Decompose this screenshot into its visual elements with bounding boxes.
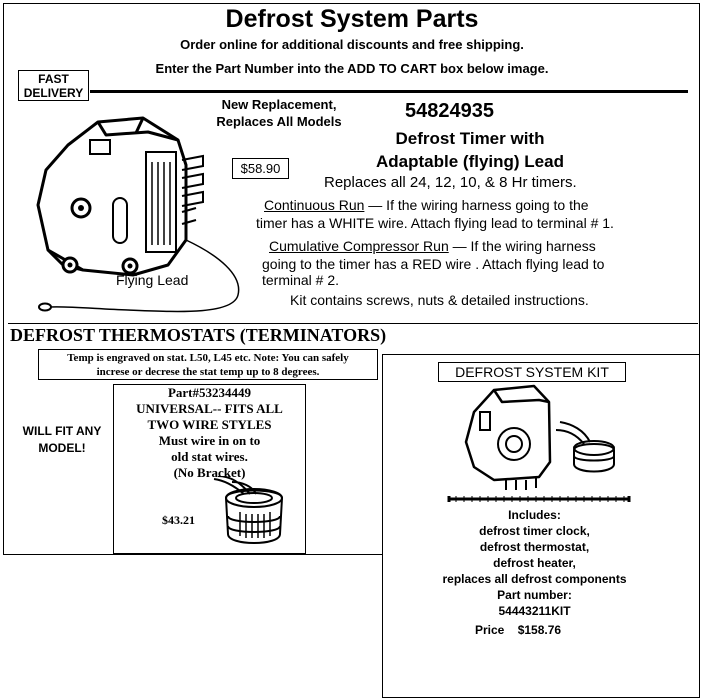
- kit-item-thermostat: defrost thermostat,: [479, 540, 590, 554]
- continuous-run-text: — If the wiring harness going to the: [364, 197, 589, 213]
- timer-price: $58.90: [232, 158, 289, 179]
- continuous-run-line2: timer has a WHITE wire. Attach flying le…: [256, 215, 614, 231]
- thermostat-line1: UNIVERSAL-- FITS ALL: [136, 401, 283, 416]
- thermostat-part-number: Part#53234449: [167, 385, 252, 400]
- defrost-kit-image: [447, 384, 631, 502]
- temperature-note: Temp is engraved on stat. L50, L45 etc. …: [38, 349, 378, 380]
- timer-name-line2: Adaptable (flying) Lead: [376, 152, 564, 171]
- kit-includes-label: Includes:: [508, 508, 561, 522]
- kit-price-label: Price: [475, 623, 505, 637]
- defrost-kit-title: DEFROST SYSTEM KIT: [438, 362, 626, 382]
- thermostat-description: Part#53234449 UNIVERSAL-- FITS ALL TWO W…: [113, 385, 306, 481]
- temperature-note-line1: Temp is engraved on stat. L50, L45 etc. …: [67, 352, 349, 364]
- section-divider: [8, 323, 698, 324]
- kit-item-timer: defrost timer clock,: [479, 524, 590, 538]
- cumulative-run-line3: terminal # 2.: [262, 272, 340, 288]
- timer-product-name: Defrost Timer with Adaptable (flying) Le…: [330, 127, 610, 173]
- kit-item-heater: defrost heater,: [493, 556, 576, 570]
- will-fit-line2: MODEL!: [38, 441, 86, 455]
- fast-delivery-badge: FAST DELIVERY: [18, 70, 89, 101]
- cumulative-run-label: Cumulative Compressor Run: [269, 238, 449, 254]
- timer-name-line1: Defrost Timer with: [395, 129, 545, 148]
- new-replacement-text: New Replacement, Replaces All Models: [196, 96, 362, 130]
- fast-delivery-line1: FAST: [38, 72, 69, 86]
- will-fit-line1: WILL FIT ANY: [22, 424, 102, 438]
- cumulative-run-line1: Cumulative Compressor Run — If the wirin…: [269, 238, 596, 255]
- thermostat-line3: Must wire in on to: [158, 433, 261, 448]
- thermostat-price: $43.21: [162, 513, 195, 527]
- thermostat-product-box: [113, 384, 306, 554]
- flying-lead-label: Flying Lead: [116, 272, 189, 288]
- timer-part-number: 54824935: [405, 100, 494, 122]
- temperature-note-line2: increse or decrese the stat temp up to 8…: [96, 366, 320, 378]
- kit-part-label: Part number:: [497, 588, 572, 602]
- kit-price-row: Price $158.76: [475, 623, 561, 637]
- new-replacement-line2: Replaces All Models: [216, 114, 342, 129]
- thermostat-line2: TWO WIRE STYLES: [147, 417, 272, 432]
- thermostat-line5: (No Bracket): [173, 465, 246, 480]
- page-title: Defrost System Parts: [225, 5, 479, 33]
- order-online-text: Order online for additional discounts an…: [180, 37, 524, 52]
- kit-part-number: 54443211KIT: [498, 604, 571, 618]
- kit-contains-text: Kit contains screws, nuts & detailed ins…: [290, 292, 589, 308]
- add-to-cart-instruction: Enter the Part Number into the ADD TO CA…: [155, 61, 549, 76]
- continuous-run-line1: Continuous Run — If the wiring harness g…: [264, 197, 589, 214]
- defrost-kit-description: Includes: defrost timer clock, defrost t…: [382, 507, 687, 619]
- kit-price: $158.76: [517, 623, 562, 637]
- thermostat-line4: old stat wires.: [171, 449, 248, 464]
- fast-delivery-line2: DELIVERY: [23, 86, 84, 100]
- cumulative-run-line2: going to the timer has a RED wire . Atta…: [262, 256, 605, 272]
- header-divider: [90, 90, 688, 93]
- thermostat-image: [213, 476, 284, 544]
- continuous-run-label: Continuous Run: [264, 197, 365, 213]
- new-replacement-line1: New Replacement,: [221, 97, 337, 112]
- defrost-timer-image: [36, 116, 240, 313]
- will-fit-text: WILL FIT ANY MODEL!: [10, 423, 114, 457]
- cumulative-run-text: — If the wiring harness: [448, 238, 596, 254]
- thermostats-heading: DEFROST THERMOSTATS (TERMINATORS): [10, 325, 387, 345]
- timer-replaces-text: Replaces all 24, 12, 10, & 8 Hr timers.: [324, 174, 577, 191]
- kit-item-all: replaces all defrost components: [442, 572, 627, 586]
- page-frame: [3, 3, 700, 555]
